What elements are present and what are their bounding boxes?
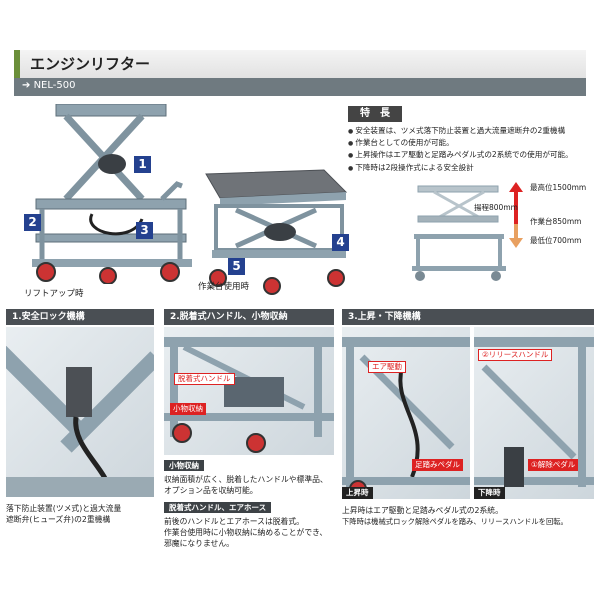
height-stroke: 揚程800mm <box>474 203 518 212</box>
label-rising: 上昇時 <box>342 487 373 499</box>
badge-1: 1 <box>134 156 151 173</box>
badge-3: 3 <box>136 222 153 239</box>
feature-item: 上昇操作はエア駆動と足踏みペダル式の2系統での使用が可能。 <box>348 149 598 161</box>
section2-sub1-line2: オプション品を収納可能。 <box>164 486 258 495</box>
features-list: 安全装置は、ツメ式落下防止装置と過大流量遮断弁の2重機構 作業台としての使用が可… <box>348 125 598 174</box>
section2-photo: 脱着式ハンドル 小物収納 <box>164 327 334 455</box>
liftup-caption: リフトアップ時 <box>24 289 84 299</box>
section3-photo-up: エア駆動 足踏みペダル 上昇時 <box>342 327 470 499</box>
features-heading: 特 長 <box>348 106 402 122</box>
badge-2: 2 <box>24 214 41 231</box>
height-diagram: 最高位1500mm 揚程800mm 作業台850mm 最低位700mm <box>404 180 594 286</box>
section1-text-line2: 遮断弁(ヒューズ弁)の2重機構 <box>6 515 111 524</box>
section1-photo <box>6 327 154 497</box>
liftup-photo: 1 2 3 <box>22 104 192 284</box>
model-number: ➔ NEL-500 <box>22 80 76 91</box>
section3-text-line1: 上昇時はエア駆動と足踏みペダル式の2系統。 <box>342 506 503 515</box>
section2-sub2-line3: 邪魔になりません。 <box>164 539 234 548</box>
tag-unlock-pedal: ①解除ペダル <box>528 459 579 471</box>
badge-4: 4 <box>332 234 349 251</box>
section2-sub2-line2: 作業台使用時に小物収納に納めることができ、 <box>164 528 328 537</box>
section3-photo-down: ②リリースハンドル ①解除ペダル 下降時 <box>474 327 594 499</box>
page-header: エンジンリフター ➔ NEL-500 <box>14 50 586 98</box>
model-row: ➔ NEL-500 <box>14 78 586 96</box>
workbench-caption: 作業台使用時 <box>198 282 250 292</box>
section3-heading: 3.上昇・下降機構 <box>342 309 594 325</box>
height-min: 最低位700mm <box>530 236 582 245</box>
label-lowering: 下降時 <box>474 487 505 499</box>
section3-text-line2: 下降時は機械式ロック解除ペダルを踏み、リリースハンドルを回転。 <box>342 517 568 526</box>
height-max: 最高位1500mm <box>530 183 587 192</box>
tag-detachable-handle: 脱着式ハンドル <box>174 373 235 385</box>
tag-small-storage: 小物収納 <box>170 403 206 415</box>
workbench-photo: 4 5 <box>196 166 352 300</box>
section2-sub1: 小物収納 <box>164 460 204 471</box>
page-title: エンジンリフター <box>30 55 151 73</box>
feature-item: 安全装置は、ツメ式落下防止装置と過大流量遮断弁の2重機構 <box>348 125 598 137</box>
section2-heading: 2.脱着式ハンドル、小物収納 <box>164 309 334 325</box>
feature-item: 作業台としての使用が可能。 <box>348 137 598 149</box>
section2-sub1-line1: 収納面積が広く、脱着したハンドルや標準品、 <box>164 475 328 484</box>
tag-release-handle: ②リリースハンドル <box>478 349 553 361</box>
tag-air-drive: エア駆動 <box>368 361 406 373</box>
height-workbench: 作業台850mm <box>530 217 582 226</box>
features-box: 特 長 安全装置は、ツメ式落下防止装置と過大流量遮断弁の2重機構 作業台としての… <box>342 106 594 180</box>
section2-sub2: 脱着式ハンドル、エアホース <box>164 502 272 513</box>
feature-item: 下降時は2段操作式による安全設計 <box>348 162 598 174</box>
title-bar: エンジンリフター <box>14 50 586 78</box>
section1-text-line1: 落下防止装置(ツメ式)と過大流量 <box>6 504 122 513</box>
badge-5: 5 <box>228 258 245 275</box>
tag-foot-pedal: 足踏みペダル <box>412 459 463 471</box>
section2-sub2-line1: 前後のハンドルとエアホースは脱着式。 <box>164 517 304 526</box>
section1-heading: 1.安全ロック機構 <box>6 309 154 325</box>
